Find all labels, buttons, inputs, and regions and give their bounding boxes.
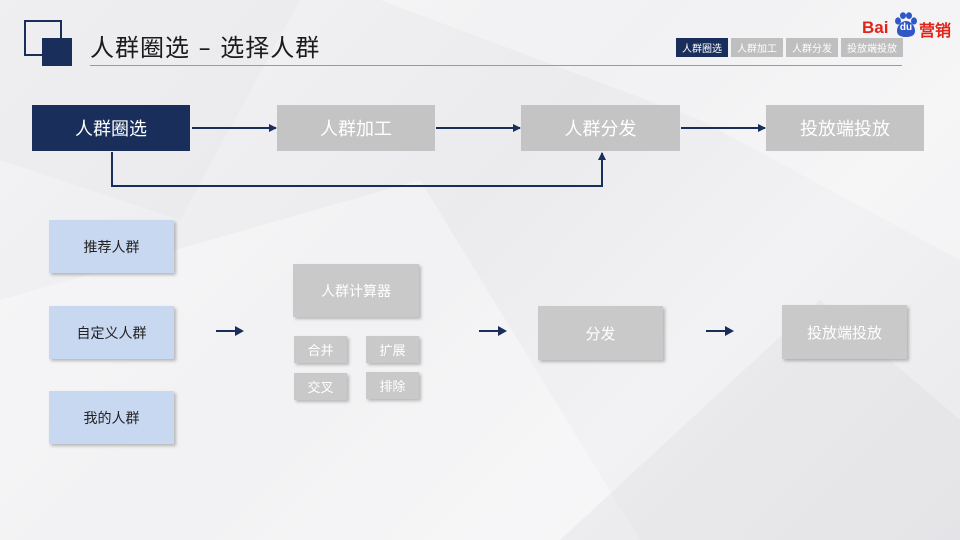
op-expand-button[interactable]: 扩展 — [366, 336, 419, 363]
deliver-box[interactable]: 投放端投放 — [782, 305, 907, 359]
distribute-box[interactable]: 分发 — [538, 306, 663, 360]
tab-crowd-selection[interactable]: 人群圈选 — [676, 38, 728, 57]
flow-step-crowd-selection[interactable]: 人群圈选 — [32, 105, 190, 151]
tab-delivery[interactable]: 投放端投放 — [841, 38, 903, 57]
logo-text-bai: Bai — [862, 18, 889, 37]
header-divider — [90, 65, 902, 66]
arrow-to-deliver — [706, 326, 734, 336]
op-exclude-button[interactable]: 排除 — [366, 372, 419, 399]
baidu-marketing-logo: Bai du 营销 — [862, 8, 954, 40]
arrow-to-distribute — [479, 326, 507, 336]
arrow-to-calculator — [216, 326, 244, 336]
paw-icon — [895, 12, 917, 37]
flow-step-crowd-distribution[interactable]: 人群分发 — [521, 105, 680, 151]
step-tabs: 人群圈选 人群加工 人群分发 投放端投放 — [676, 38, 903, 57]
flow-step-crowd-processing[interactable]: 人群加工 — [277, 105, 435, 151]
source-recommended-crowd[interactable]: 推荐人群 — [49, 220, 174, 273]
corner-logo-mark — [24, 20, 72, 66]
source-my-crowd[interactable]: 我的人群 — [49, 391, 174, 444]
logo-text-cn: 营销 — [919, 21, 952, 40]
tab-crowd-processing[interactable]: 人群加工 — [731, 38, 783, 57]
logo-text-du: du — [899, 22, 913, 33]
flow-step-delivery[interactable]: 投放端投放 — [766, 105, 924, 151]
crowd-calculator-box[interactable]: 人群计算器 — [293, 264, 419, 317]
op-intersect-button[interactable]: 交叉 — [294, 373, 347, 400]
tab-crowd-distribution[interactable]: 人群分发 — [786, 38, 838, 57]
page-title: 人群圈选 – 选择人群 — [90, 34, 321, 62]
op-merge-button[interactable]: 合并 — [294, 336, 347, 363]
source-custom-crowd[interactable]: 自定义人群 — [49, 306, 174, 359]
